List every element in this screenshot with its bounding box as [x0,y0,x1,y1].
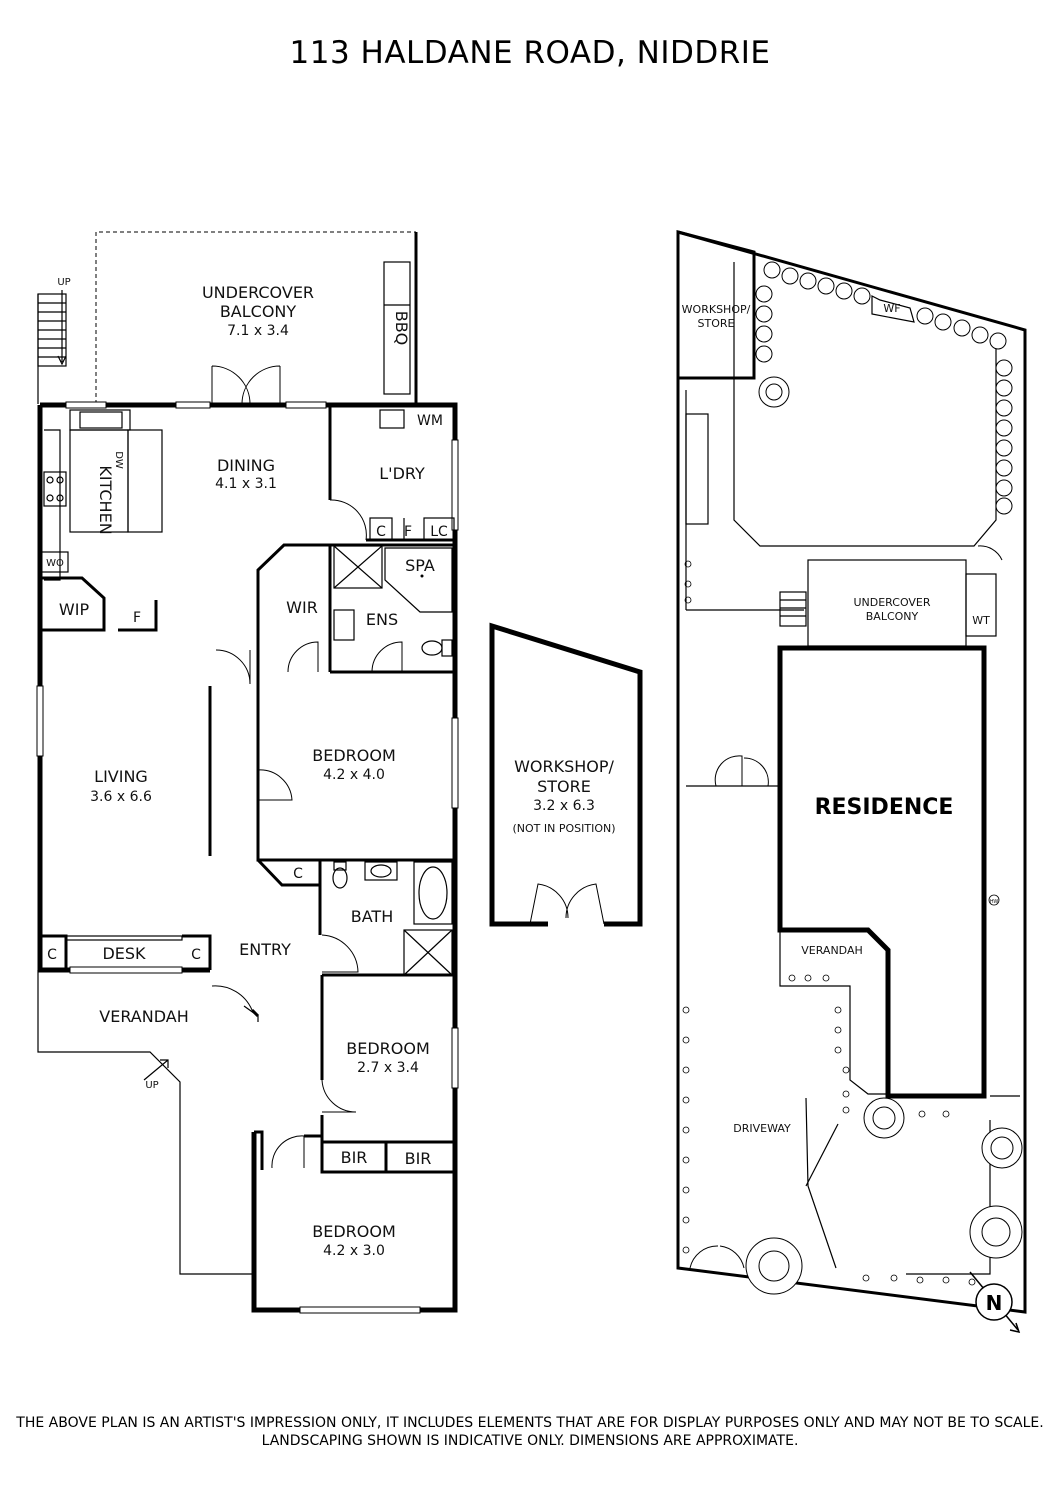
wf-label: WF [883,302,900,315]
balcony-stairs [37,290,67,367]
desk-c-right-label: C [191,947,201,963]
hall-cupboard [256,858,322,887]
lc-label: LC [430,524,448,540]
desk-label: DESK [102,944,146,963]
dining-label: DINING [217,456,275,475]
fridge-wall [118,600,158,632]
driveway-label: DRIVEWAY [733,1122,791,1135]
bbq-unit [383,261,411,395]
wip-f-label: F [133,610,141,626]
bedroom-2-label: BEDROOM [346,1039,430,1058]
wir-label: WIR [286,598,318,617]
shrub-row-right [995,359,1013,515]
wir-wall [256,543,332,672]
bir-2-label: BIR [405,1149,432,1168]
site-balcony-label-1: UNDERCOVER [853,596,930,609]
ensuite-shower [333,545,383,589]
workshop-label-1: WORKSHOP/ [514,757,614,776]
spa-label: SPA [405,556,435,575]
wall-oven [39,551,69,573]
spa-bath [384,547,453,613]
balcony-dims: 7.1 x 3.4 [227,323,289,339]
kitchen-island [127,429,163,533]
disclaimer-line-1: THE ABOVE PLAN IS AN ARTIST'S IMPRESSION… [16,1415,1044,1431]
north-compass: N [969,1271,1021,1334]
laundry-label: L'DRY [379,464,425,483]
cooktop [43,471,67,507]
bedroom-1-label: BEDROOM [312,746,396,765]
bedroom-3-dims: 4.2 x 3.0 [323,1243,385,1259]
bedroom-1-dims: 4.2 x 4.0 [323,767,385,783]
entry-label: ENTRY [239,940,291,959]
kitchen-bench [44,429,61,581]
hall-c-label: C [293,866,303,882]
site-plan [676,230,1027,1314]
laundry-f-label: F [404,524,412,540]
bedroom-3-wall [254,1130,264,1170]
bedroom-1-wall [256,672,455,862]
wip-wall [40,576,106,632]
living-label: LIVING [94,767,148,786]
wt-label: WT [972,614,990,627]
desk-c-left-label: C [47,947,57,963]
bbq-label: BBQ [392,311,411,346]
bath-shower [403,929,453,976]
residence-label: RESIDENCE [815,795,954,820]
bath-tub [413,861,453,925]
stairs-up-label: UP [57,277,70,288]
wo-label: WO [46,558,64,569]
wip-label: WIP [59,600,90,619]
small-plants [682,560,1000,1286]
living-dims: 3.6 x 6.6 [90,789,152,805]
site-verandah-label: VERANDAH [801,944,863,957]
workshop-label-2: STORE [537,777,591,796]
wm-label: WM [417,413,443,429]
trees [745,1097,1023,1295]
verandah-label: VERANDAH [99,1007,188,1026]
site-balcony-label-2: BALCONY [866,610,919,623]
main-floor-plan [36,231,459,1314]
balcony-outline [95,231,416,404]
site-stairs [779,591,807,627]
page-title: 113 HALDANE ROAD, NIDDRIE [290,35,771,71]
dw-label: DW [113,451,124,469]
residence-outline [777,645,987,1099]
ens-label: ENS [366,610,398,629]
compass-letter: N [986,1291,1003,1315]
hw-label: HW [990,899,999,905]
verandah-outline [37,970,254,1275]
laundry-c-label: C [376,524,386,540]
site-workshop-label-2: STORE [698,317,735,330]
workshop-dims: 3.2 x 6.3 [533,798,595,814]
balcony-doors [211,365,281,405]
bedroom-3-label: BEDROOM [312,1222,396,1241]
bedroom-2-dims: 2.7 x 3.4 [357,1060,419,1076]
workshop-floor-plan: WORKSHOP/ STORE 3.2 x 6.3 (NOT IN POSITI… [489,622,643,927]
balcony-label-1: UNDERCOVER [202,283,314,302]
sink [79,411,123,429]
shrub-row-top [755,261,1007,363]
site-boundary [676,230,1027,1314]
dining-dims: 4.1 x 3.1 [215,476,277,492]
bir-1-label: BIR [341,1148,368,1167]
kitchen-label: KITCHEN [96,465,115,534]
verandah-up-arrow [143,1059,169,1081]
site-workshop-label-1: WORKSHOP/ [682,303,751,316]
site-workshop [677,230,756,380]
workshop-note: (NOT IN POSITION) [512,822,615,835]
disclaimer-line-2: LANDSCAPING SHOWN IS INDICATIVE ONLY. DI… [261,1433,799,1449]
bath-label: BATH [351,907,393,926]
balcony-label-2: BALCONY [220,302,297,321]
verandah-up-label: UP [145,1080,158,1091]
